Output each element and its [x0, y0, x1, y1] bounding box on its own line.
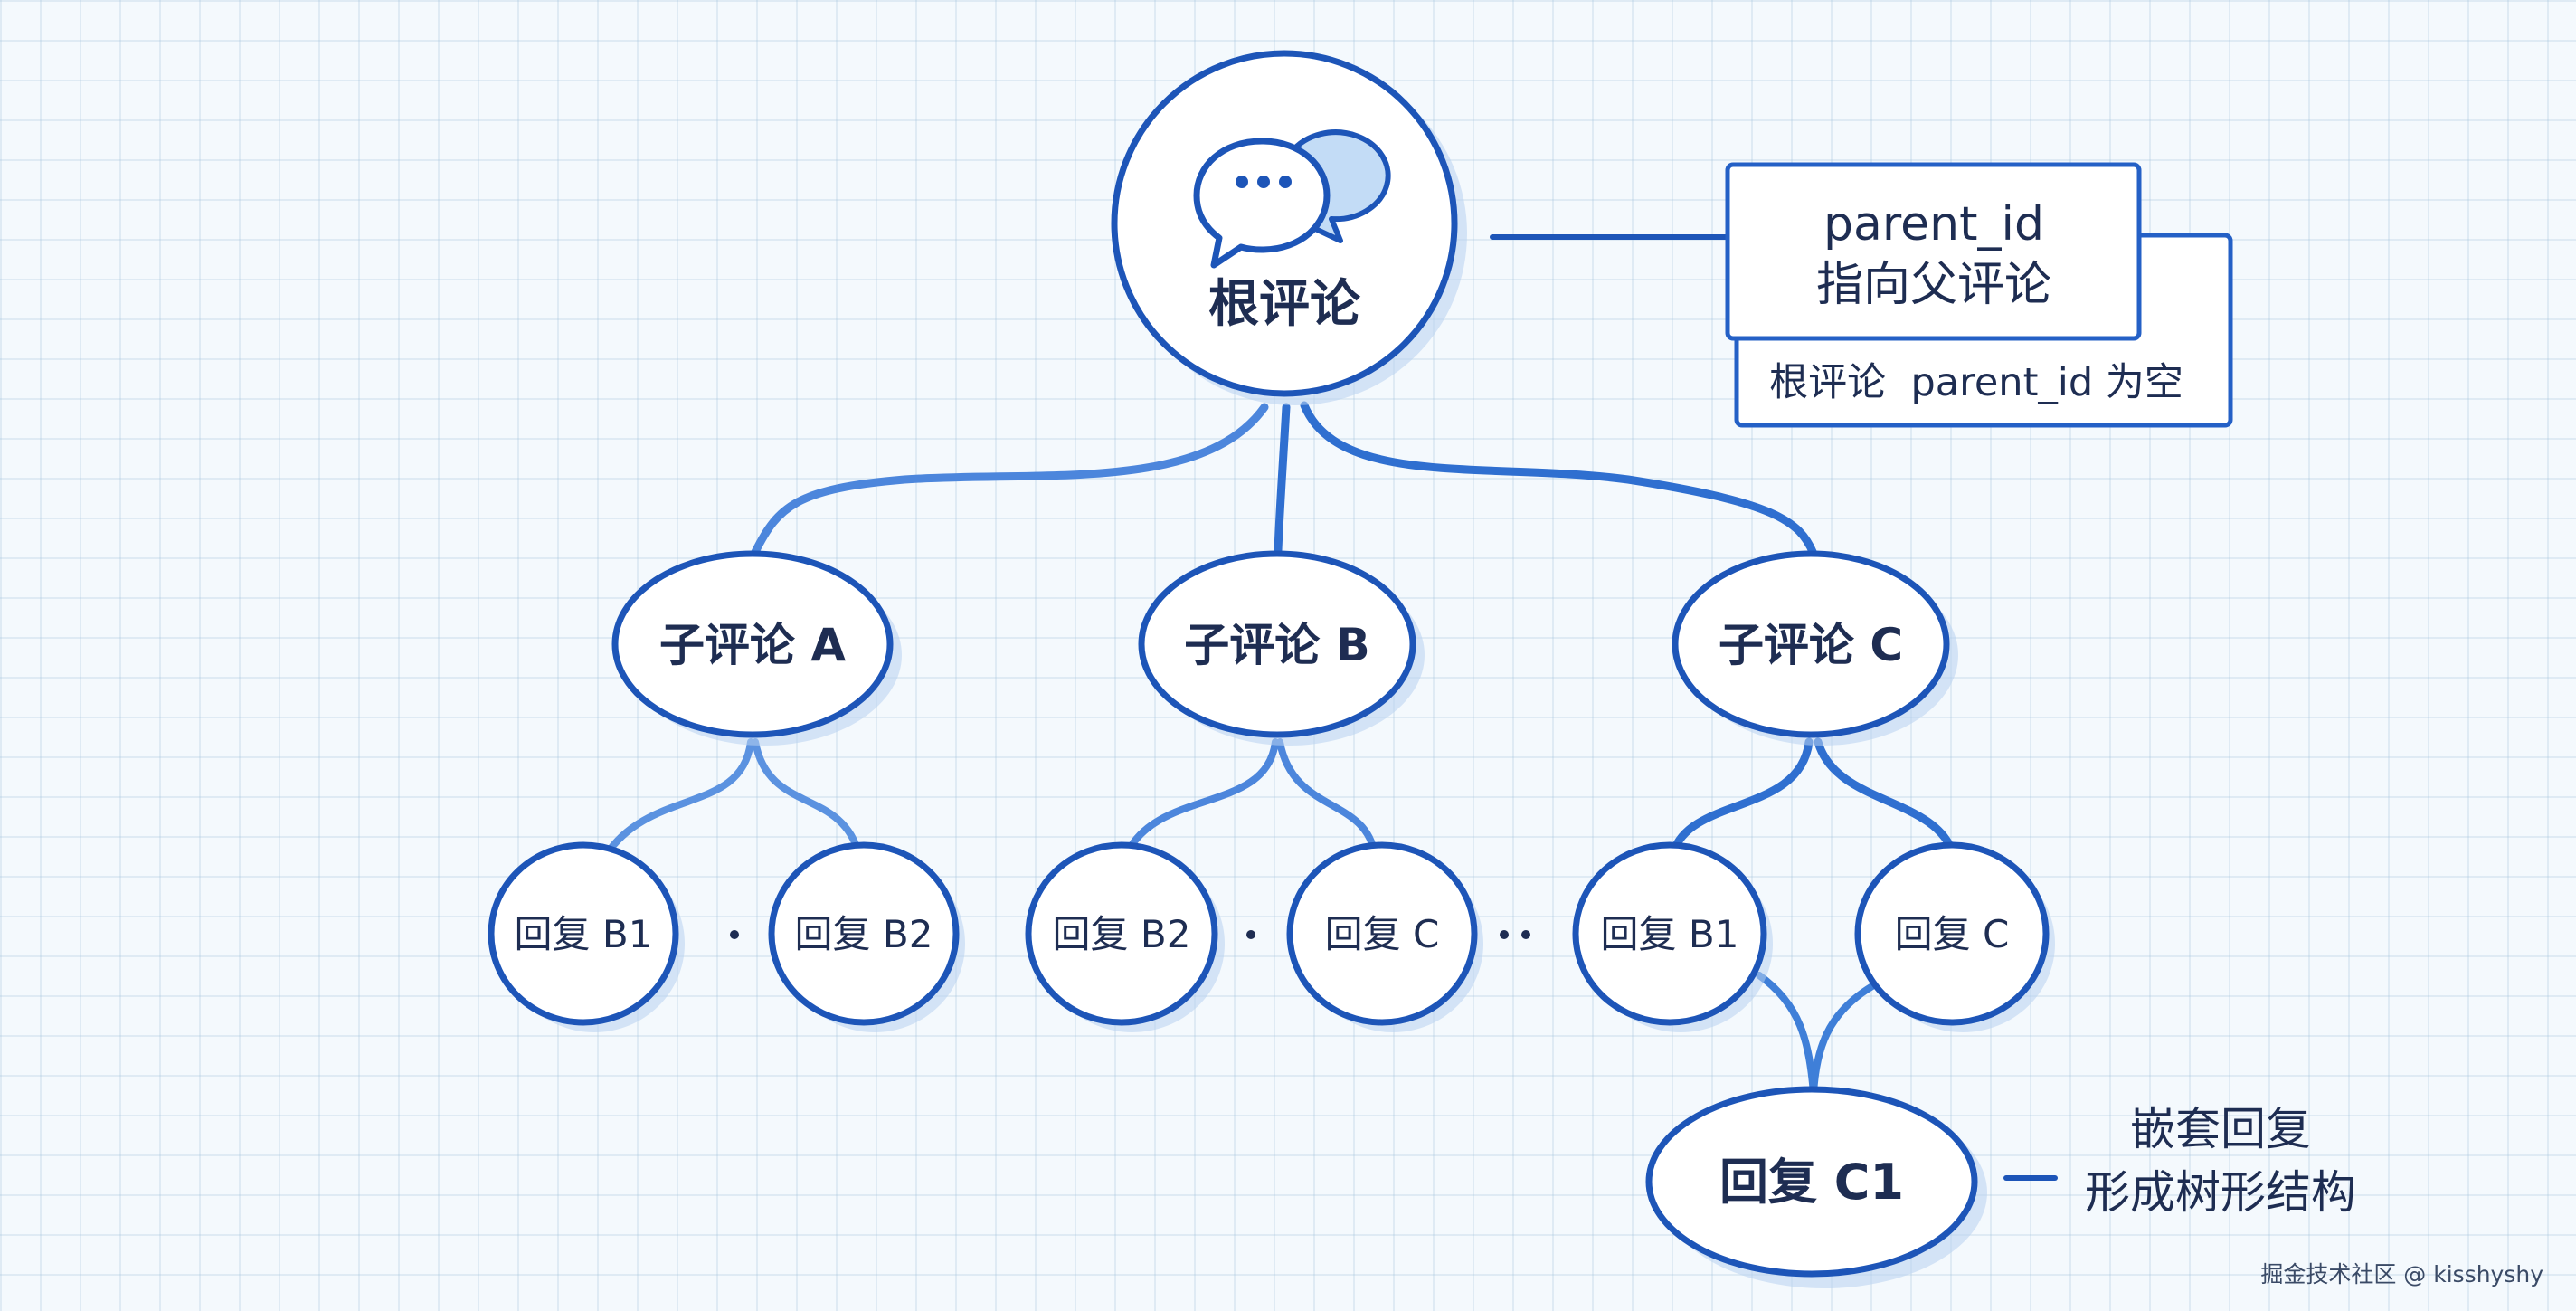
nested-note-line2: 形成树形结构 [2085, 1166, 2356, 1219]
edge-child-b-to-reply-3 [1122, 738, 1279, 859]
edge-reply-5-to-nested [1756, 972, 1817, 1097]
root-comment-label: 根评论 [1208, 275, 1361, 334]
reply-node-3: 回复 B2 [1025, 841, 1225, 1032]
edge-child-b-to-reply-4 [1276, 738, 1378, 859]
nested-reply-label: 回复 C1 [1719, 1154, 1904, 1211]
separator-dot [1246, 930, 1255, 939]
separator-dot [1521, 930, 1530, 939]
child-comment-b-label: 子评论 B [1184, 619, 1370, 671]
root-comment-node: 根评论 [1111, 50, 1467, 405]
edge-root-to-child-b [1274, 403, 1291, 555]
reply-node-6: 回复 C [1854, 841, 2055, 1032]
edge-child-c-to-reply-6 [1814, 737, 1958, 860]
callout-front-card [1725, 162, 2142, 341]
reply-node-3-label: 回复 B2 [1053, 912, 1191, 956]
nested-reply-node: 回复 C1 [1645, 1086, 1987, 1288]
reply-node-1: 回复 B1 [488, 841, 685, 1032]
nested-note-line1: 嵌套回复 [2130, 1103, 2311, 1155]
edge-root-to-child-a [751, 403, 1269, 556]
reply-node-2: 回复 B2 [768, 841, 965, 1032]
child-comment-c-label: 子评论 C [1719, 619, 1903, 671]
separator-dot [1500, 930, 1509, 939]
chat-bubbles-icon [1193, 129, 1391, 269]
child-comment-a-node: 子评论 A [611, 550, 902, 746]
callout-title-line2: 指向父评论 [1816, 258, 2051, 312]
edge-root-to-child-c [1300, 401, 1818, 558]
reply-node-1-label: 回复 B1 [515, 912, 653, 956]
reply-node-5-label: 回复 B1 [1601, 912, 1739, 956]
child-comment-a-label: 子评论 A [659, 619, 846, 671]
reply-node-2-label: 回复 B2 [795, 912, 933, 956]
reply-node-4: 回复 C [1286, 841, 1483, 1032]
edge-child-c-to-reply-5 [1669, 737, 1814, 857]
separator-dot [730, 930, 739, 939]
edge-reply-6-to-nested [1810, 983, 1876, 1097]
parent-id-callout: parent_id 指向父评论 根评论 parent_id 为空 [1725, 162, 2233, 428]
edge-child-a-to-reply-1 [602, 738, 754, 859]
reply-node-6-label: 回复 C [1895, 912, 2010, 956]
child-comment-b-node: 子评论 B [1138, 550, 1425, 746]
watermark: 掘金技术社区 @ kisshyshy [2260, 1261, 2543, 1287]
reply-node-5: 回复 B1 [1572, 841, 1773, 1032]
callout-note: 根评论 parent_id 为空 [1769, 360, 2183, 405]
tree-edges [602, 234, 2058, 1181]
callout-title-line1: parent_id [1823, 197, 2044, 252]
reply-node-4-label: 回复 C [1325, 912, 1440, 956]
edge-child-a-to-reply-2 [752, 738, 863, 859]
child-comment-c-node: 子评论 C [1672, 550, 1958, 746]
